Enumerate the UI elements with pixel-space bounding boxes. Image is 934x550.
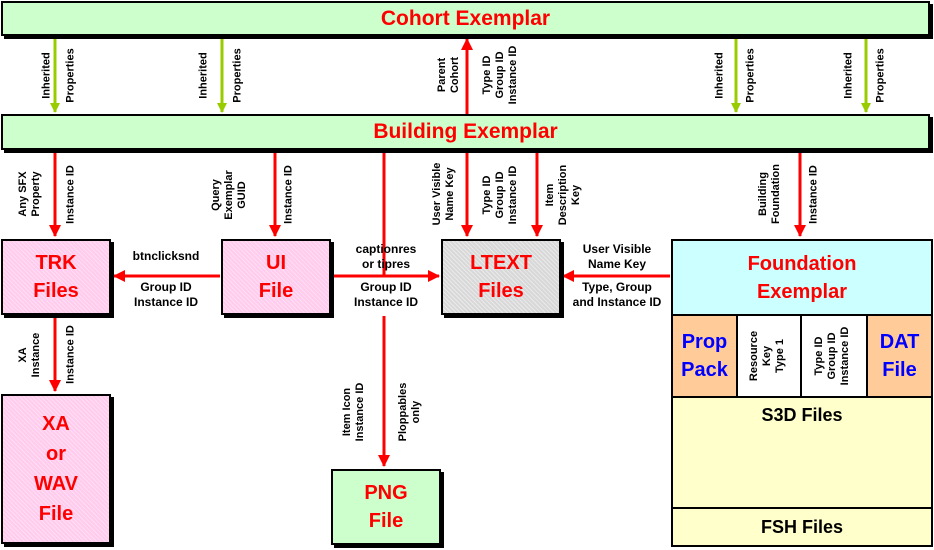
prop-pack-line2: Pack — [681, 359, 728, 381]
xa-instance-label: XA Instance — [17, 332, 42, 378]
cohort-exemplar-label: Cohort Exemplar — [380, 6, 551, 30]
trk-subtitle: Files — [33, 280, 79, 302]
xa-line2: or — [46, 443, 66, 465]
ltext-files: LTEXT Files — [441, 239, 561, 315]
ploppables-label: Ploppables only — [397, 382, 422, 442]
group-instance-label: Group ID Instance ID — [353, 280, 419, 309]
trk-title: TRK — [35, 252, 77, 274]
type-group-instance-h-label: Type, Group and Instance ID — [572, 280, 662, 309]
foundation-title: Foundation — [747, 252, 857, 275]
ui-subtitle: File — [258, 280, 294, 302]
item-icon-label: Item Icon Instance ID — [341, 382, 366, 442]
png-title: PNG — [364, 482, 408, 504]
s3d-fsh-gap — [671, 433, 933, 509]
cohort-exemplar: Cohort Exemplar — [1, 1, 930, 36]
prop-pack-line1: Prop — [681, 331, 728, 353]
foundation-type-group-instance-label: Type ID Group ID Instance ID — [813, 326, 851, 386]
captionres-label: captionres or tipres — [355, 242, 417, 271]
instance-id-label: Instance ID — [64, 325, 77, 384]
ui-file: UI File — [221, 239, 331, 315]
instance-id-label: Instance ID — [282, 165, 295, 224]
inherited-label: Inherited — [713, 52, 726, 99]
query-exemplar-label: Query Exemplar GUID — [210, 170, 248, 220]
ui-title: UI — [266, 252, 286, 274]
type-group-instance-label: Type ID Group ID Instance ID — [481, 45, 519, 105]
inherited-label: Inherited — [40, 52, 53, 99]
xa-wav-file: XA or WAV File — [1, 394, 111, 544]
ltext-title: LTEXT — [470, 252, 532, 274]
item-description-key-label: Item Description Key — [544, 164, 582, 226]
type-group-instance-label: Type ID Group ID Instance ID — [481, 165, 519, 225]
s3d-files: S3D Files — [671, 396, 933, 435]
type-group-instance-cell — [800, 314, 868, 398]
properties-label: Properties — [874, 48, 887, 103]
trk-files: TRK Files — [1, 239, 111, 315]
png-file: PNG File — [331, 469, 441, 545]
dat-line2: File — [882, 359, 917, 381]
properties-label: Properties — [231, 48, 244, 103]
xa-line1: XA — [42, 413, 70, 435]
fsh-label: FSH Files — [760, 516, 844, 537]
xa-line4: File — [38, 503, 74, 525]
parent-cohort-label: Parent Cohort — [436, 56, 461, 94]
inherited-label: Inherited — [197, 52, 210, 99]
btnclicksnd-label: btnclicksnd — [132, 249, 200, 263]
foundation-exemplar: Foundation Exemplar — [671, 239, 933, 316]
ltext-subtitle: Files — [478, 280, 524, 302]
foundation-subtitle: Exemplar — [756, 280, 848, 303]
instance-id-label: Instance ID — [64, 165, 77, 224]
properties-label: Properties — [744, 48, 757, 103]
any-sfx-label: Any SFX Property — [17, 171, 42, 217]
dat-line1: DAT — [879, 331, 920, 353]
s3d-label: S3D Files — [761, 405, 843, 425]
dat-file: DAT File — [866, 314, 933, 398]
resource-key-label: Resource Key Type 1 — [748, 330, 786, 382]
group-instance-label: Group ID Instance ID — [133, 280, 199, 309]
building-exemplar-label: Building Exemplar — [373, 120, 558, 143]
fsh-files: FSH Files — [671, 507, 933, 547]
user-visible-name-key-label: User Visible Name Key — [431, 162, 456, 226]
properties-label: Properties — [64, 48, 77, 103]
user-visible-name-key-h-label: User Visible Name Key — [582, 242, 652, 271]
inherited-label: Inherited — [842, 52, 855, 99]
xa-line3: WAV — [33, 473, 79, 495]
instance-id-label: Instance ID — [807, 165, 820, 224]
building-exemplar: Building Exemplar — [1, 114, 930, 150]
prop-pack: Prop Pack — [671, 314, 738, 398]
png-subtitle: File — [368, 510, 404, 532]
building-foundation-label: Building Foundation — [757, 164, 782, 224]
